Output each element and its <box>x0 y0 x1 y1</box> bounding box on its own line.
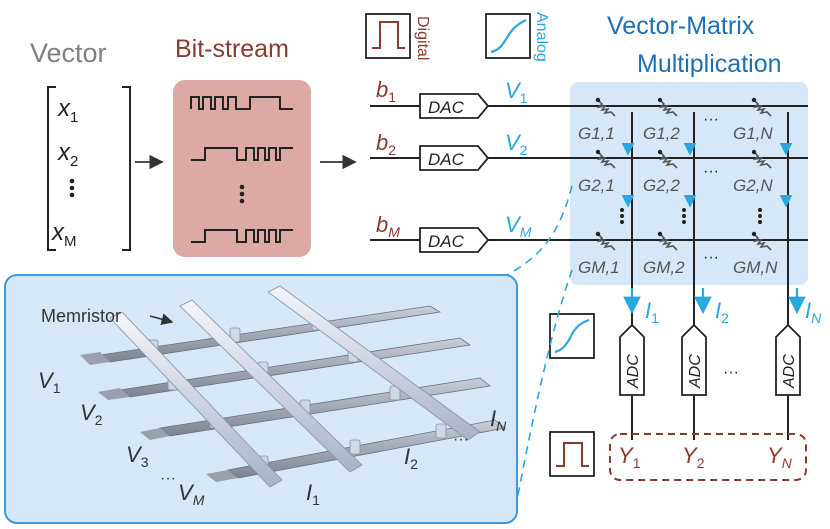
dac-row1: DAC <box>419 93 490 119</box>
analog-curve-icon <box>490 19 527 54</box>
dac-row2: DAC <box>419 145 490 171</box>
vector-bracket <box>47 86 131 251</box>
crossbar-panel <box>570 82 808 285</box>
b2-label: b2 <box>376 130 396 158</box>
gmn: GM,N <box>733 258 778 277</box>
bitstream-dots <box>239 184 245 204</box>
vector-title: Vector <box>30 38 107 68</box>
adc-ellipsis: ··· <box>723 364 739 381</box>
adc-1: ADC <box>619 323 645 396</box>
vertical-dots <box>620 208 762 224</box>
adc-n: ADC <box>775 323 801 396</box>
cb-v2: V2 <box>80 400 103 428</box>
yn-label: YN <box>767 443 793 471</box>
zoom-connector-lines <box>504 185 573 501</box>
svg-text:ADC: ADC <box>687 354 704 389</box>
i1-label: I1 <box>645 298 659 326</box>
gm1: GM,1 <box>578 258 620 277</box>
ellipsis-row2: ··· <box>703 163 719 180</box>
vector-x2: x2 <box>57 139 78 170</box>
g11: G1,1 <box>578 124 615 143</box>
cb-vm: VM <box>178 480 205 508</box>
conductance-labels: G1,1 G1,2 G1,N G2,1 G2,2 G2,N GM,1 GM,2 … <box>578 124 778 277</box>
g21: G2,1 <box>578 176 615 195</box>
ellipsis-rowM: ··· <box>703 249 719 266</box>
memristor-symbols <box>596 99 772 251</box>
svg-text:DAC: DAC <box>428 98 465 117</box>
cb-v3: V3 <box>126 442 149 470</box>
vector-x1: x1 <box>57 95 78 126</box>
analog-input-icon <box>549 313 595 359</box>
bitstream-waves <box>190 96 293 243</box>
top-electrodes <box>109 285 481 488</box>
g22: G2,2 <box>643 176 680 195</box>
vector-xm: xM <box>51 219 77 250</box>
g12: G1,2 <box>643 124 680 143</box>
gm2: GM,2 <box>643 258 685 277</box>
digital-legend: Digital <box>365 13 431 60</box>
memristor-label: Memristor <box>41 306 121 326</box>
svg-text:DAC: DAC <box>428 150 465 169</box>
vM-label: VM <box>505 212 532 240</box>
cb-i1: I1 <box>306 480 320 508</box>
digital-label: Digital <box>414 16 431 60</box>
crossbar-voltage-labels: V1 V2 V3 VM <box>38 368 205 508</box>
cb-i-ellipsis: ··· <box>453 431 469 448</box>
bM-label: bM <box>376 212 400 240</box>
junction-dots <box>595 97 757 237</box>
in-label: IN <box>805 298 822 326</box>
y2-label: Y2 <box>682 443 705 471</box>
row-lines <box>370 105 808 241</box>
g2n: G2,N <box>733 176 773 195</box>
crossbar-current-labels: I1 I2 IN <box>306 406 507 508</box>
cb-in: IN <box>490 406 507 434</box>
cb-v-ellipsis: ··· <box>160 470 176 487</box>
analog-legend: Analog <box>485 12 550 62</box>
vector-dots <box>69 178 75 198</box>
digital-output-icon <box>549 431 595 477</box>
square-wave-icon <box>372 21 405 49</box>
v2-label: V2 <box>505 130 528 158</box>
v1-label: V1 <box>505 78 528 106</box>
vmm-title-line1: Vector-Matrix <box>607 12 755 40</box>
memristor-pointer <box>149 313 174 326</box>
bitstream-box <box>173 80 311 257</box>
g1n: G1,N <box>733 124 773 143</box>
svg-text:ADC: ADC <box>625 354 642 389</box>
svg-text:DAC: DAC <box>428 232 465 251</box>
output-box <box>609 433 807 481</box>
ellipsis-row1: ··· <box>703 111 719 128</box>
adc-output-lines <box>631 395 789 440</box>
y1-label: Y1 <box>618 443 641 471</box>
cb-v1: V1 <box>38 368 61 396</box>
vmm-title-line2: Multiplication <box>637 50 782 78</box>
cb-i2: I2 <box>404 444 418 472</box>
b1-label: b1 <box>376 77 396 105</box>
analog-label: Analog <box>533 12 550 62</box>
i2-label: I2 <box>715 298 729 326</box>
bitstream-title: Bit-stream <box>175 35 289 63</box>
adc-2: ADC <box>681 323 707 396</box>
cell-current-arrows <box>621 142 793 208</box>
column-current-arrows <box>623 288 806 315</box>
svg-text:ADC: ADC <box>781 354 798 389</box>
dac-rowM: DAC <box>419 227 490 253</box>
